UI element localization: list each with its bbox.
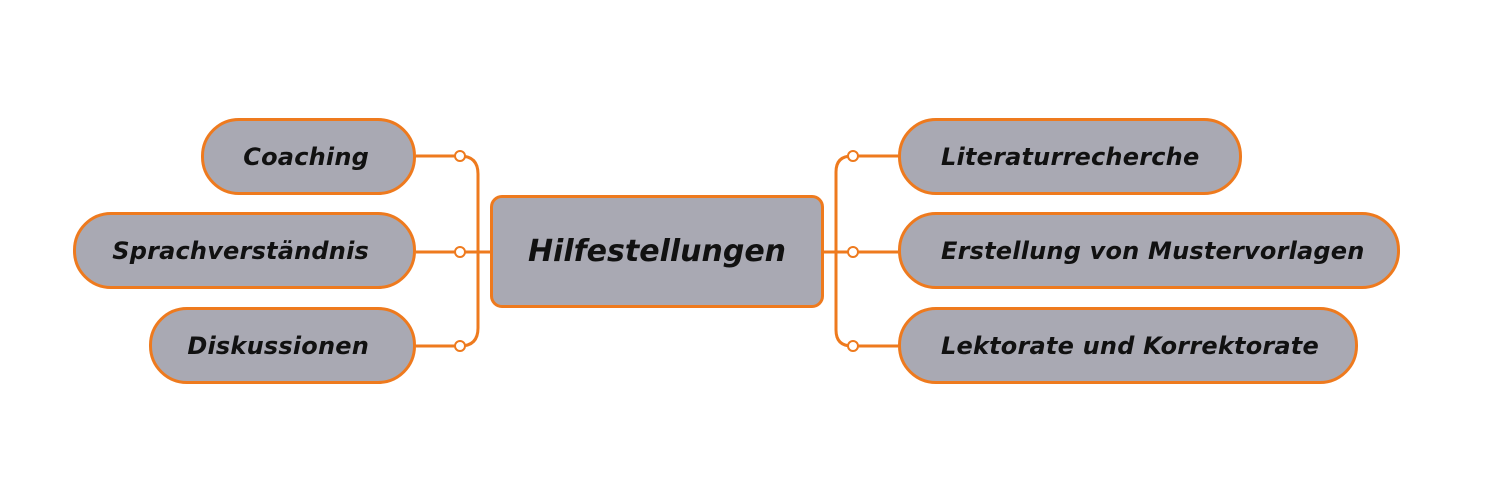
junction-dot-right-2: [847, 246, 859, 258]
node-literaturrecherche-label: Literaturrecherche: [941, 142, 1200, 171]
junction-dot-left-3: [454, 340, 466, 352]
junction-dot-left-1: [454, 150, 466, 162]
node-coaching: Coaching: [201, 118, 416, 195]
connector-left-coaching: [416, 154, 480, 252]
node-literaturrecherche: Literaturrecherche: [898, 118, 1242, 195]
node-diskussionen-label: Diskussionen: [187, 331, 369, 360]
center-node-label: Hilfestellungen: [527, 234, 787, 269]
connector-left-diskussionen: [416, 252, 480, 348]
node-sprachverstaendnis: Sprachverständnis: [73, 212, 416, 289]
node-lektorate: Lektorate und Korrektorate: [898, 307, 1358, 384]
junction-dot-right-3: [847, 340, 859, 352]
connector-right-literaturrecherche: [834, 154, 898, 252]
connector-right-lektorate: [834, 252, 898, 348]
node-mustervorlagen-label: Erstellung von Mustervorlagen: [941, 236, 1365, 265]
node-coaching-label: Coaching: [243, 142, 369, 171]
junction-dot-left-2: [454, 246, 466, 258]
center-node-hilfestellungen: Hilfestellungen: [490, 195, 824, 308]
junction-dot-right-1: [847, 150, 859, 162]
node-lektorate-label: Lektorate und Korrektorate: [941, 331, 1319, 360]
node-diskussionen: Diskussionen: [149, 307, 416, 384]
node-sprachverstaendnis-label: Sprachverständnis: [112, 236, 369, 265]
node-mustervorlagen: Erstellung von Mustervorlagen: [898, 212, 1400, 289]
